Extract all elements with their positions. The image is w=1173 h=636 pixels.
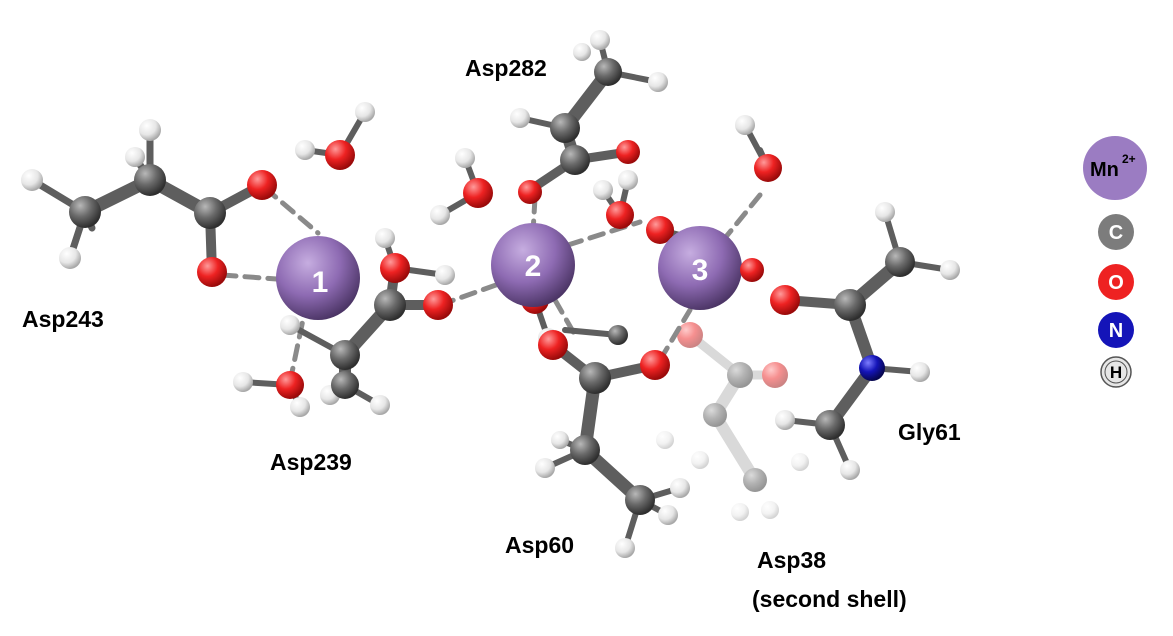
svg-text:Mn: Mn bbox=[1090, 159, 1119, 181]
mn-ion-1: 1 bbox=[276, 236, 360, 320]
asp60-residue bbox=[535, 325, 690, 558]
gly61-residue bbox=[770, 202, 960, 480]
residue-labels: Asp243 Asp239 Asp282 Asp60 Asp38 (second… bbox=[22, 55, 961, 612]
legend-mn: Mn 2+ bbox=[1083, 136, 1147, 200]
label-asp239: Asp239 bbox=[270, 449, 352, 475]
asp239-residue bbox=[280, 228, 455, 415]
asp243-residue bbox=[21, 119, 277, 287]
svg-text:2+: 2+ bbox=[1122, 152, 1136, 166]
legend-hydrogen: H bbox=[1100, 356, 1132, 388]
svg-text:C: C bbox=[1109, 222, 1123, 244]
atom-legend: Mn 2+ C O N H bbox=[1083, 136, 1147, 388]
label-asp38: Asp38 bbox=[757, 547, 826, 573]
asp38-residue bbox=[656, 322, 809, 521]
svg-text:O: O bbox=[1108, 272, 1124, 294]
svg-text:1: 1 bbox=[312, 266, 329, 299]
water-molecules bbox=[233, 102, 782, 417]
label-asp38-second-shell: (second shell) bbox=[752, 586, 907, 612]
legend-nitrogen: N bbox=[1098, 312, 1134, 348]
legend-carbon: C bbox=[1098, 214, 1134, 250]
svg-text:H: H bbox=[1110, 363, 1122, 382]
mn-ion-2: 2 bbox=[491, 223, 575, 307]
label-asp282: Asp282 bbox=[465, 55, 547, 81]
asp282-residue bbox=[510, 30, 668, 204]
label-asp60: Asp60 bbox=[505, 532, 574, 558]
label-gly61: Gly61 bbox=[898, 419, 961, 445]
legend-oxygen: O bbox=[1098, 264, 1134, 300]
svg-text:3: 3 bbox=[692, 254, 709, 287]
svg-text:2: 2 bbox=[525, 250, 542, 283]
mn-ion-3: 3 bbox=[658, 226, 764, 310]
svg-text:N: N bbox=[1109, 320, 1123, 342]
label-asp243: Asp243 bbox=[22, 306, 104, 332]
